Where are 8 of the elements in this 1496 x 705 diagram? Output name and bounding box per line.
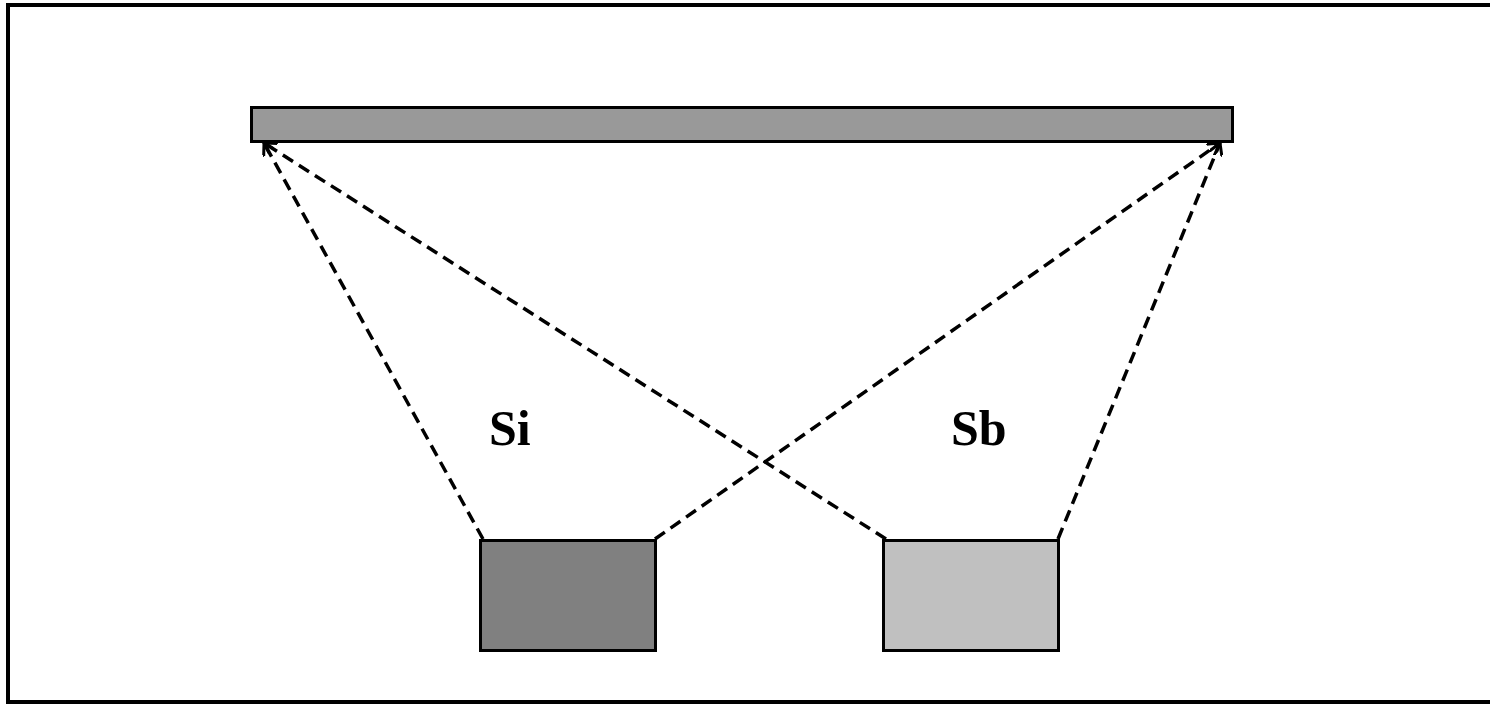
plate-bar	[250, 106, 1234, 143]
dashed-arrow	[262, 141, 887, 541]
dashed-arrow	[262, 141, 485, 540]
region-label: Sb	[951, 403, 1007, 453]
square-block	[882, 539, 1060, 652]
square-block	[479, 539, 657, 652]
dashed-arrow	[1056, 141, 1224, 540]
region-label: Si	[489, 403, 531, 453]
